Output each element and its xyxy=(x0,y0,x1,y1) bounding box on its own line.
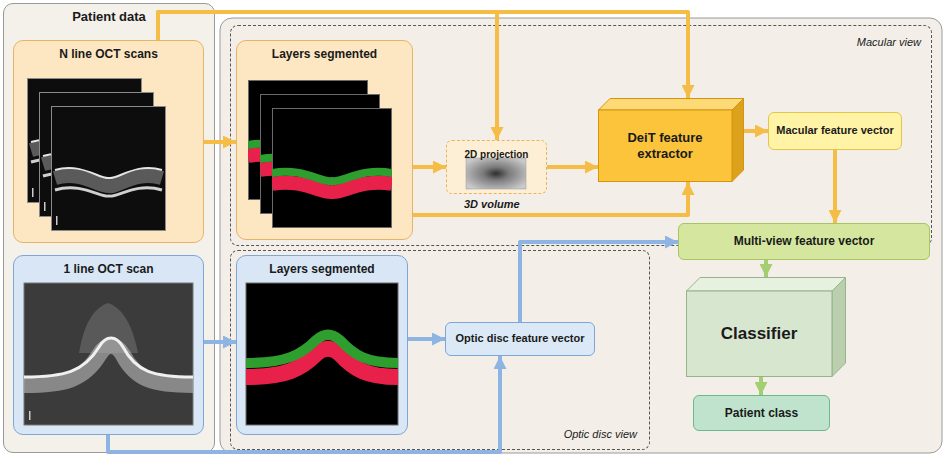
block-top-face xyxy=(599,99,744,111)
flow-arrow xyxy=(759,377,763,395)
segmented-scan-stack xyxy=(248,81,392,228)
segmented-optic-scan xyxy=(246,283,398,425)
segmentation-box: Layers segmented xyxy=(236,40,413,240)
feature-vector-box: Macular feature vector xyxy=(768,112,902,150)
edge-label-holder: 3D volume xyxy=(464,198,520,211)
box-label: 2D projection xyxy=(465,149,529,161)
box-label: DeiT feature extractor xyxy=(604,130,726,161)
optic-disc-scan xyxy=(24,283,193,425)
flow-arrow xyxy=(413,182,688,215)
flow-arrow xyxy=(744,129,768,133)
flow-arrow xyxy=(764,260,768,277)
box-label: Macular feature vector xyxy=(776,124,893,137)
block-side-face xyxy=(832,278,846,377)
feature-vector-box: Multi-view feature vector xyxy=(678,223,930,260)
flow-arrow xyxy=(158,12,497,140)
feature-extractor-block: DeiT feature extractor xyxy=(598,98,744,182)
flow-arrow xyxy=(520,242,678,322)
projection-image xyxy=(466,158,526,189)
box-label: 1 line OCT scan xyxy=(63,262,153,276)
pipeline-panel xyxy=(220,18,942,453)
input-box: N line OCT scans xyxy=(13,40,204,243)
flow-arrow xyxy=(158,12,688,98)
view-region: Macular viewLayers segmented 2D projectio… xyxy=(230,25,932,246)
flow-arrow xyxy=(408,337,445,341)
flow-arrow xyxy=(547,165,598,169)
region-label: Macular view xyxy=(857,36,921,49)
view-region: Optic disc view Layers segmentedOptic dis… xyxy=(230,250,650,450)
output-box: Patient class xyxy=(693,395,830,431)
box-label: Classifier xyxy=(721,324,798,344)
box-label: N line OCT scans xyxy=(59,47,158,61)
flow-arrow xyxy=(204,340,236,344)
oct-scan-stack xyxy=(28,79,166,231)
edge-label: 3D volume xyxy=(464,198,520,211)
block-front-face xyxy=(687,291,833,377)
flow-arrow xyxy=(108,356,500,452)
block-front-face xyxy=(599,110,733,182)
flow-arrow xyxy=(833,150,837,223)
box-label: Patient class xyxy=(725,406,798,420)
feature-vector-box: Optic disc feature vector xyxy=(445,322,595,356)
box-label: Layers segmented xyxy=(272,47,377,61)
segmentation-box: Layers segmented xyxy=(236,255,408,435)
box-label: Multi-view feature vector xyxy=(734,234,875,248)
box-label: Patient data xyxy=(72,9,146,25)
box-label: Layers segmented xyxy=(269,262,374,276)
flow-arrow xyxy=(204,140,236,144)
box-label: Optic disc feature vector xyxy=(456,332,585,345)
patient-data-panel: Patient data N line OCT scans 1 line OCT s… xyxy=(3,3,215,453)
classifier-block: Classifier xyxy=(686,277,846,377)
input-box: 1 line OCT scan xyxy=(13,255,204,435)
flow-arrow xyxy=(413,165,446,169)
block-top-face xyxy=(687,278,846,292)
block-side-face xyxy=(732,99,744,182)
region-label: Optic disc view xyxy=(564,428,637,441)
projection-box: 2D projection xyxy=(446,140,547,194)
